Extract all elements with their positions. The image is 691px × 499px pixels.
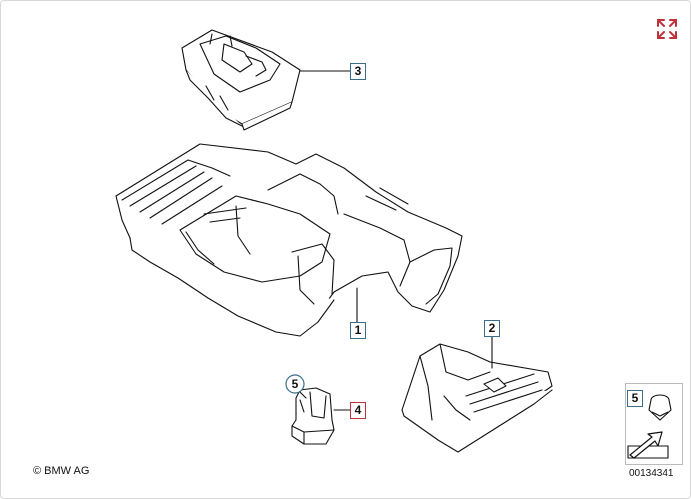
document-number: 00134341	[629, 468, 674, 479]
callout-5-circle	[285, 374, 305, 394]
legend-callout-5[interactable]: 5	[627, 390, 643, 407]
copyright-text: © BMW AG	[33, 465, 90, 477]
expand-arrows-icon[interactable]	[655, 17, 679, 41]
part-3-tray	[181, 29, 301, 131]
leader-line-5	[299, 391, 307, 399]
callout-1[interactable]: 1	[350, 322, 366, 339]
part-1-main-tray	[115, 143, 463, 337]
part-2-insert	[401, 343, 553, 453]
callout-4[interactable]: 4	[350, 402, 366, 419]
part-4-bracket	[291, 387, 335, 445]
callout-3[interactable]: 3	[350, 63, 366, 80]
callout-2[interactable]: 2	[484, 320, 500, 337]
callout-5[interactable]: 5	[291, 377, 299, 391]
